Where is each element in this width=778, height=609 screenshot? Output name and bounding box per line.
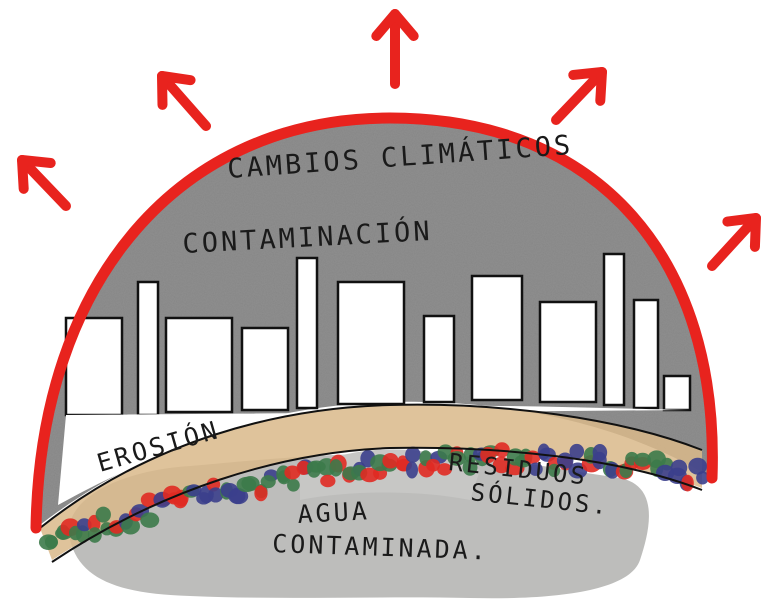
arrow-up-icon — [712, 218, 756, 266]
waste-dot — [140, 512, 159, 528]
label-water-1: AGUA — [297, 496, 371, 529]
waste-dot — [329, 459, 342, 477]
waste-dot — [688, 458, 707, 475]
building — [338, 282, 404, 404]
waste-dot — [39, 534, 58, 550]
waste-dot — [569, 444, 584, 459]
waste-dot — [320, 475, 335, 488]
waste-dot — [406, 461, 418, 478]
building — [472, 276, 522, 400]
building — [664, 376, 690, 410]
waste-dot — [96, 507, 111, 523]
arrow-up-icon — [376, 14, 413, 84]
arrow-up-icon — [162, 76, 206, 126]
building — [297, 258, 317, 408]
waste-dot — [287, 479, 300, 492]
building — [540, 302, 596, 402]
building — [424, 316, 454, 402]
building — [604, 254, 624, 405]
waste-dot — [405, 447, 420, 463]
building — [138, 282, 158, 415]
arrow-up-icon — [556, 72, 602, 120]
building — [166, 318, 232, 412]
building — [242, 328, 288, 410]
waste-dot — [261, 475, 276, 488]
arrow-up-icon — [22, 160, 66, 206]
waste-dot — [593, 444, 608, 461]
building — [634, 300, 658, 408]
